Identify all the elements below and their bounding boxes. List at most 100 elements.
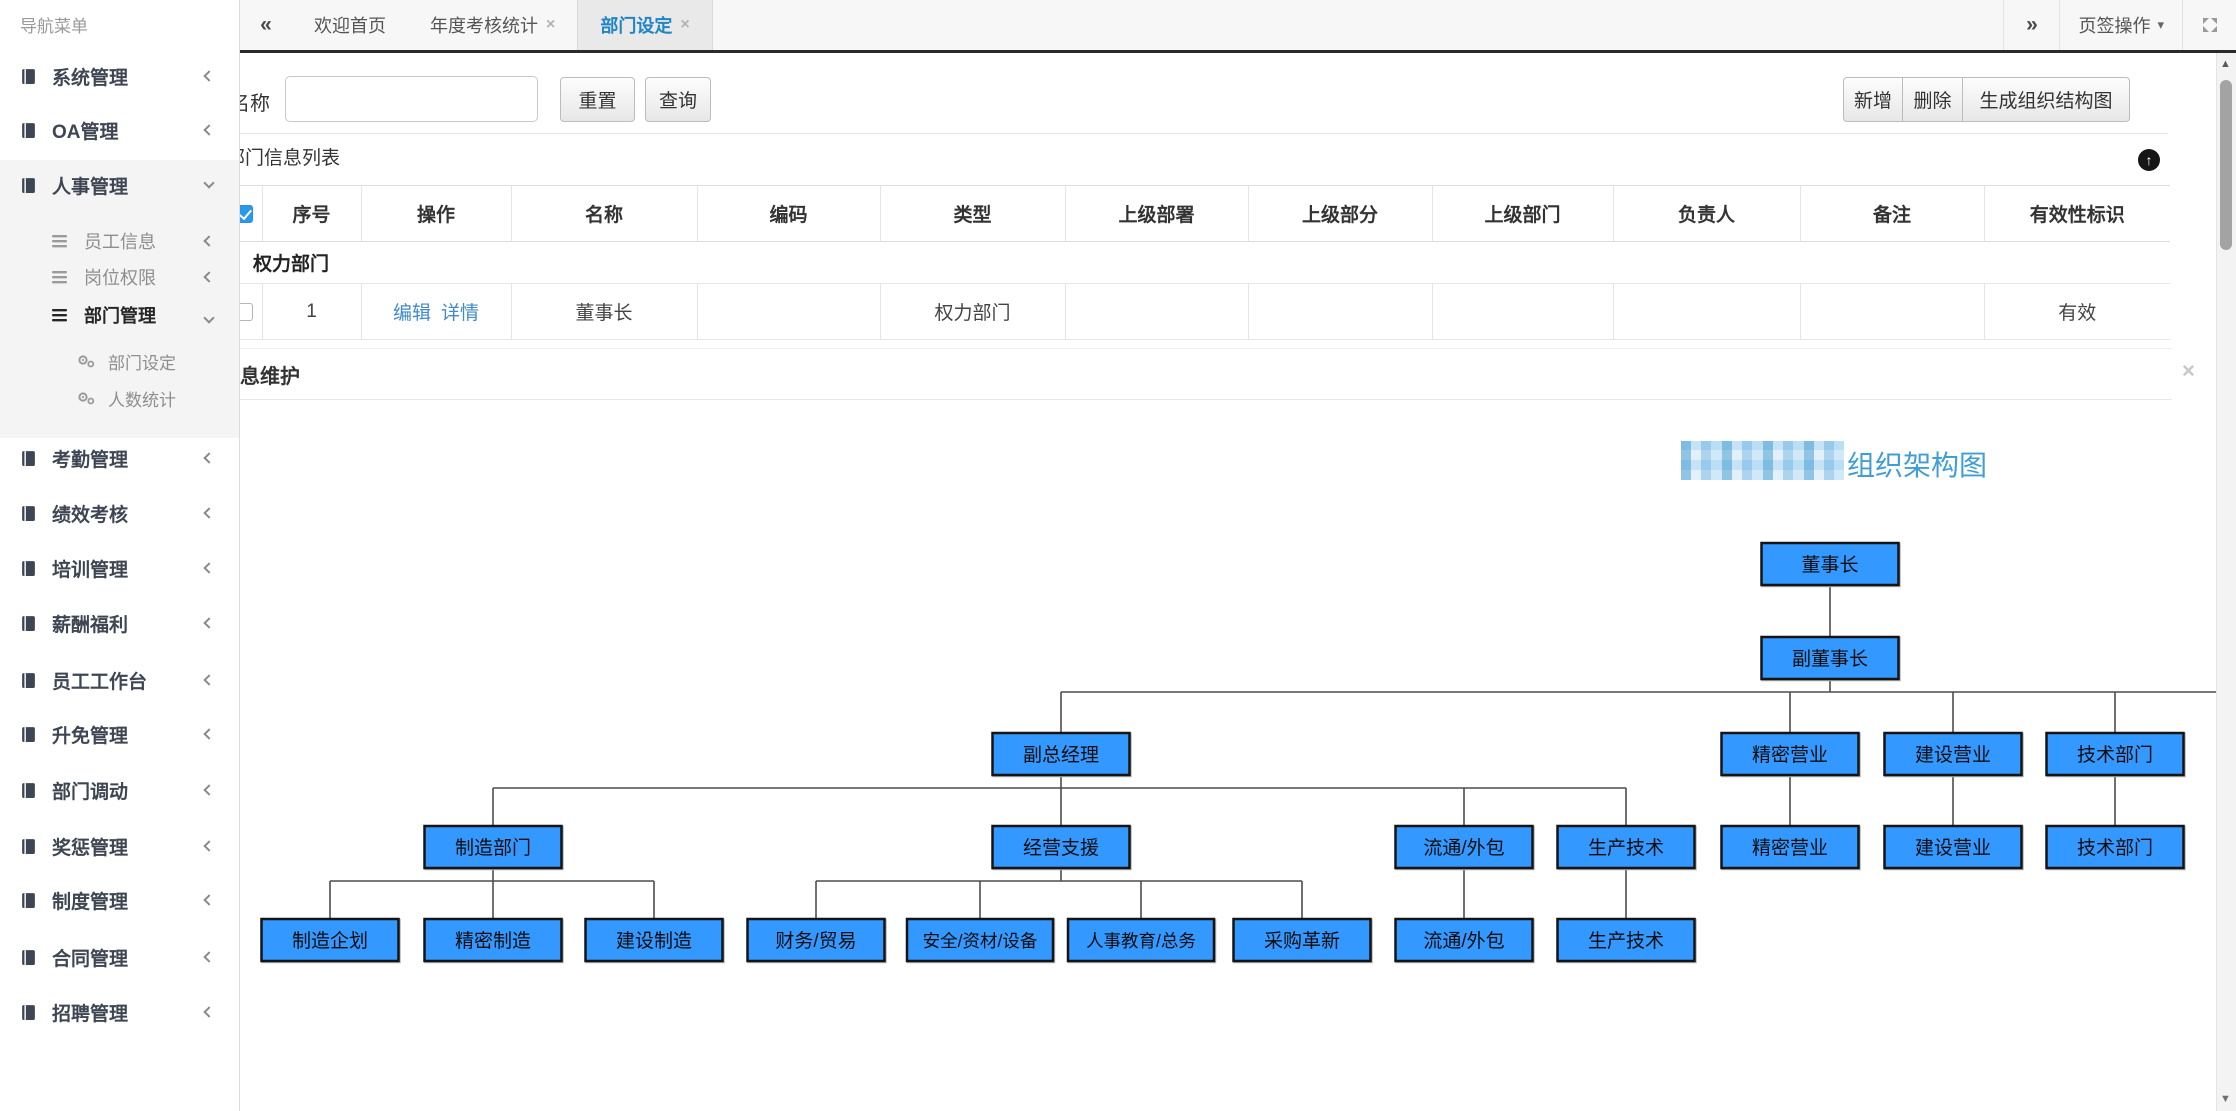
generate-org-chart-button[interactable]: 生成组织结构图 [1962, 77, 2130, 122]
dept-list-panel-title: 部门信息列表 [226, 148, 341, 169]
collapse-panel-button[interactable]: ↑ [2138, 149, 2160, 171]
row-cell-seq: 1 [262, 283, 362, 340]
chevron-left-icon [203, 728, 215, 740]
org-node-box [1394, 917, 1534, 963]
org-node-box [2045, 731, 2185, 777]
tab-close-icon[interactable]: × [546, 16, 556, 33]
query-button[interactable]: 查询 [645, 77, 711, 122]
scroll-down-arrow-icon[interactable]: ▼ [2220, 1093, 2231, 1105]
sidebar-item-薪酬福利[interactable]: 薪酬福利 [0, 600, 239, 646]
row-cell-code [697, 283, 881, 340]
sidebar-item-人事管理[interactable]: 人事管理 [0, 162, 239, 208]
org-node-label: 董事长 [1801, 554, 1858, 576]
chevron-left-icon [203, 840, 215, 852]
org-node-box [991, 824, 1131, 870]
list-icon [52, 270, 67, 283]
org-node-label: 生产技术 [1588, 837, 1664, 859]
sidebar-item-label: 部门设定 [108, 353, 176, 373]
row-actions-cell: 编辑详情 [361, 283, 512, 340]
column-header-上级部分: 上级部分 [1248, 185, 1433, 242]
column-header-有效性标识: 有效性标识 [1984, 185, 2170, 242]
action-link-详情[interactable]: 详情 [441, 303, 480, 324]
search-name-input[interactable] [285, 76, 538, 122]
sidebar-item-部门设定[interactable]: 部门设定 [0, 343, 239, 379]
sidebar-item-招聘管理[interactable]: 招聘管理 [0, 989, 239, 1035]
chevron-left-icon [203, 894, 215, 906]
row-cell-sup_dept1 [1065, 283, 1249, 340]
tab-close-icon[interactable]: × [680, 16, 690, 33]
sidebar-item-岗位权限[interactable]: 岗位权限 [0, 259, 239, 295]
gears-icon [78, 355, 95, 368]
org-node-box [1720, 824, 1860, 870]
tab-欢迎首页[interactable]: 欢迎首页 [292, 0, 408, 50]
chevron-left-icon [203, 617, 215, 629]
book-icon [22, 726, 35, 742]
fullscreen-toggle-button[interactable] [2182, 0, 2236, 50]
sidebar-item-部门调动[interactable]: 部门调动 [0, 767, 239, 813]
tabs-scroll-left-icon[interactable]: « [260, 13, 272, 36]
org-node-label: 安全/资材/设备 [923, 931, 1038, 951]
row-cell-name: 董事长 [511, 283, 698, 340]
toolbar-divider [215, 133, 2168, 134]
sidebar-item-人数统计[interactable]: 人数统计 [0, 380, 239, 416]
scroll-up-arrow-icon[interactable]: ▲ [2220, 58, 2231, 70]
org-node-label: 建设制造 [616, 930, 692, 952]
org-node-box [1883, 824, 2023, 870]
sidebar-item-OA管理[interactable]: OA管理 [0, 107, 239, 153]
gears-icon [78, 392, 95, 405]
tab-operations-label: 页签操作 [2078, 16, 2151, 36]
row-cell-sup_dept3 [1432, 283, 1614, 340]
list-icon [52, 234, 67, 247]
column-header-操作: 操作 [361, 185, 512, 242]
tab-年度考核统计[interactable]: 年度考核统计× [408, 0, 577, 50]
sidebar-active-section-highlight [0, 160, 239, 438]
maintain-panel-top-border [215, 348, 2172, 349]
sidebar-item-label: 招聘管理 [52, 1003, 129, 1025]
sidebar-item-制度管理[interactable]: 制度管理 [0, 877, 239, 923]
org-node-box [1066, 917, 1216, 963]
sidebar-item-考勤管理[interactable]: 考勤管理 [0, 435, 239, 481]
action-button-group: 新增 删除 生成组织结构图 [1843, 77, 2130, 122]
sidebar-item-部门管理[interactable]: 部门管理 [0, 297, 239, 333]
org-node-label: 财务/贸易 [775, 930, 856, 952]
org-node-label: 经营支援 [1023, 837, 1099, 859]
list-icon [52, 308, 67, 321]
action-link-编辑[interactable]: 编辑 [392, 303, 431, 324]
close-icon[interactable]: × [2182, 358, 2195, 383]
sidebar-item-绩效考核[interactable]: 绩效考核 [0, 490, 239, 536]
sidebar-item-label: 培训管理 [52, 559, 129, 581]
sidebar-item-系统管理[interactable]: 系统管理 [0, 53, 239, 99]
scrollbar-thumb[interactable] [2220, 80, 2232, 250]
row-cell-remark [1800, 283, 1985, 340]
reset-button[interactable]: 重置 [560, 77, 635, 122]
sidebar-item-升免管理[interactable]: 升免管理 [0, 711, 239, 757]
column-header-备注: 备注 [1800, 185, 1985, 242]
vertical-scrollbar[interactable]: ▲ ▼ [2216, 53, 2236, 1111]
chevron-left-icon [203, 271, 215, 283]
tab-bar: « 欢迎首页年度考核统计×部门设定× » 页签操作 ▾ [240, 0, 2236, 53]
tab-operations-dropdown[interactable]: 页签操作 ▾ [2059, 0, 2182, 50]
sidebar-item-label: 薪酬福利 [52, 614, 129, 636]
sidebar-item-培训管理[interactable]: 培训管理 [0, 545, 239, 591]
sidebar-item-label: 绩效考核 [52, 504, 129, 526]
sidebar: 导航菜单 系统管理 OA管理人事管理员工信息岗位权限部门管理部门设定人数统计考勤管… [0, 0, 240, 1111]
book-icon [22, 68, 35, 84]
org-chart-title: 组织架构图 [1847, 450, 1988, 481]
sidebar-title: 导航菜单 [20, 17, 88, 36]
expand-arrows-icon [2202, 18, 2217, 32]
sidebar-item-合同管理[interactable]: 合同管理 [0, 934, 239, 980]
org-node-label: 技术部门 [2077, 744, 2153, 766]
sidebar-item-label: 员工工作台 [52, 671, 148, 693]
row-cell-valid: 有效 [1984, 283, 2170, 340]
tabs-scroll-right-icon[interactable]: » [2003, 0, 2059, 50]
org-node-box [1760, 541, 1900, 587]
sidebar-item-label: 系统管理 [52, 67, 129, 89]
sidebar-item-员工工作台[interactable]: 员工工作台 [0, 657, 239, 703]
sidebar-item-奖惩管理[interactable]: 奖惩管理 [0, 823, 239, 869]
tab-部门设定[interactable]: 部门设定× [577, 0, 713, 50]
sidebar-item-员工信息[interactable]: 员工信息 [0, 223, 239, 259]
org-node-box [991, 731, 1131, 777]
